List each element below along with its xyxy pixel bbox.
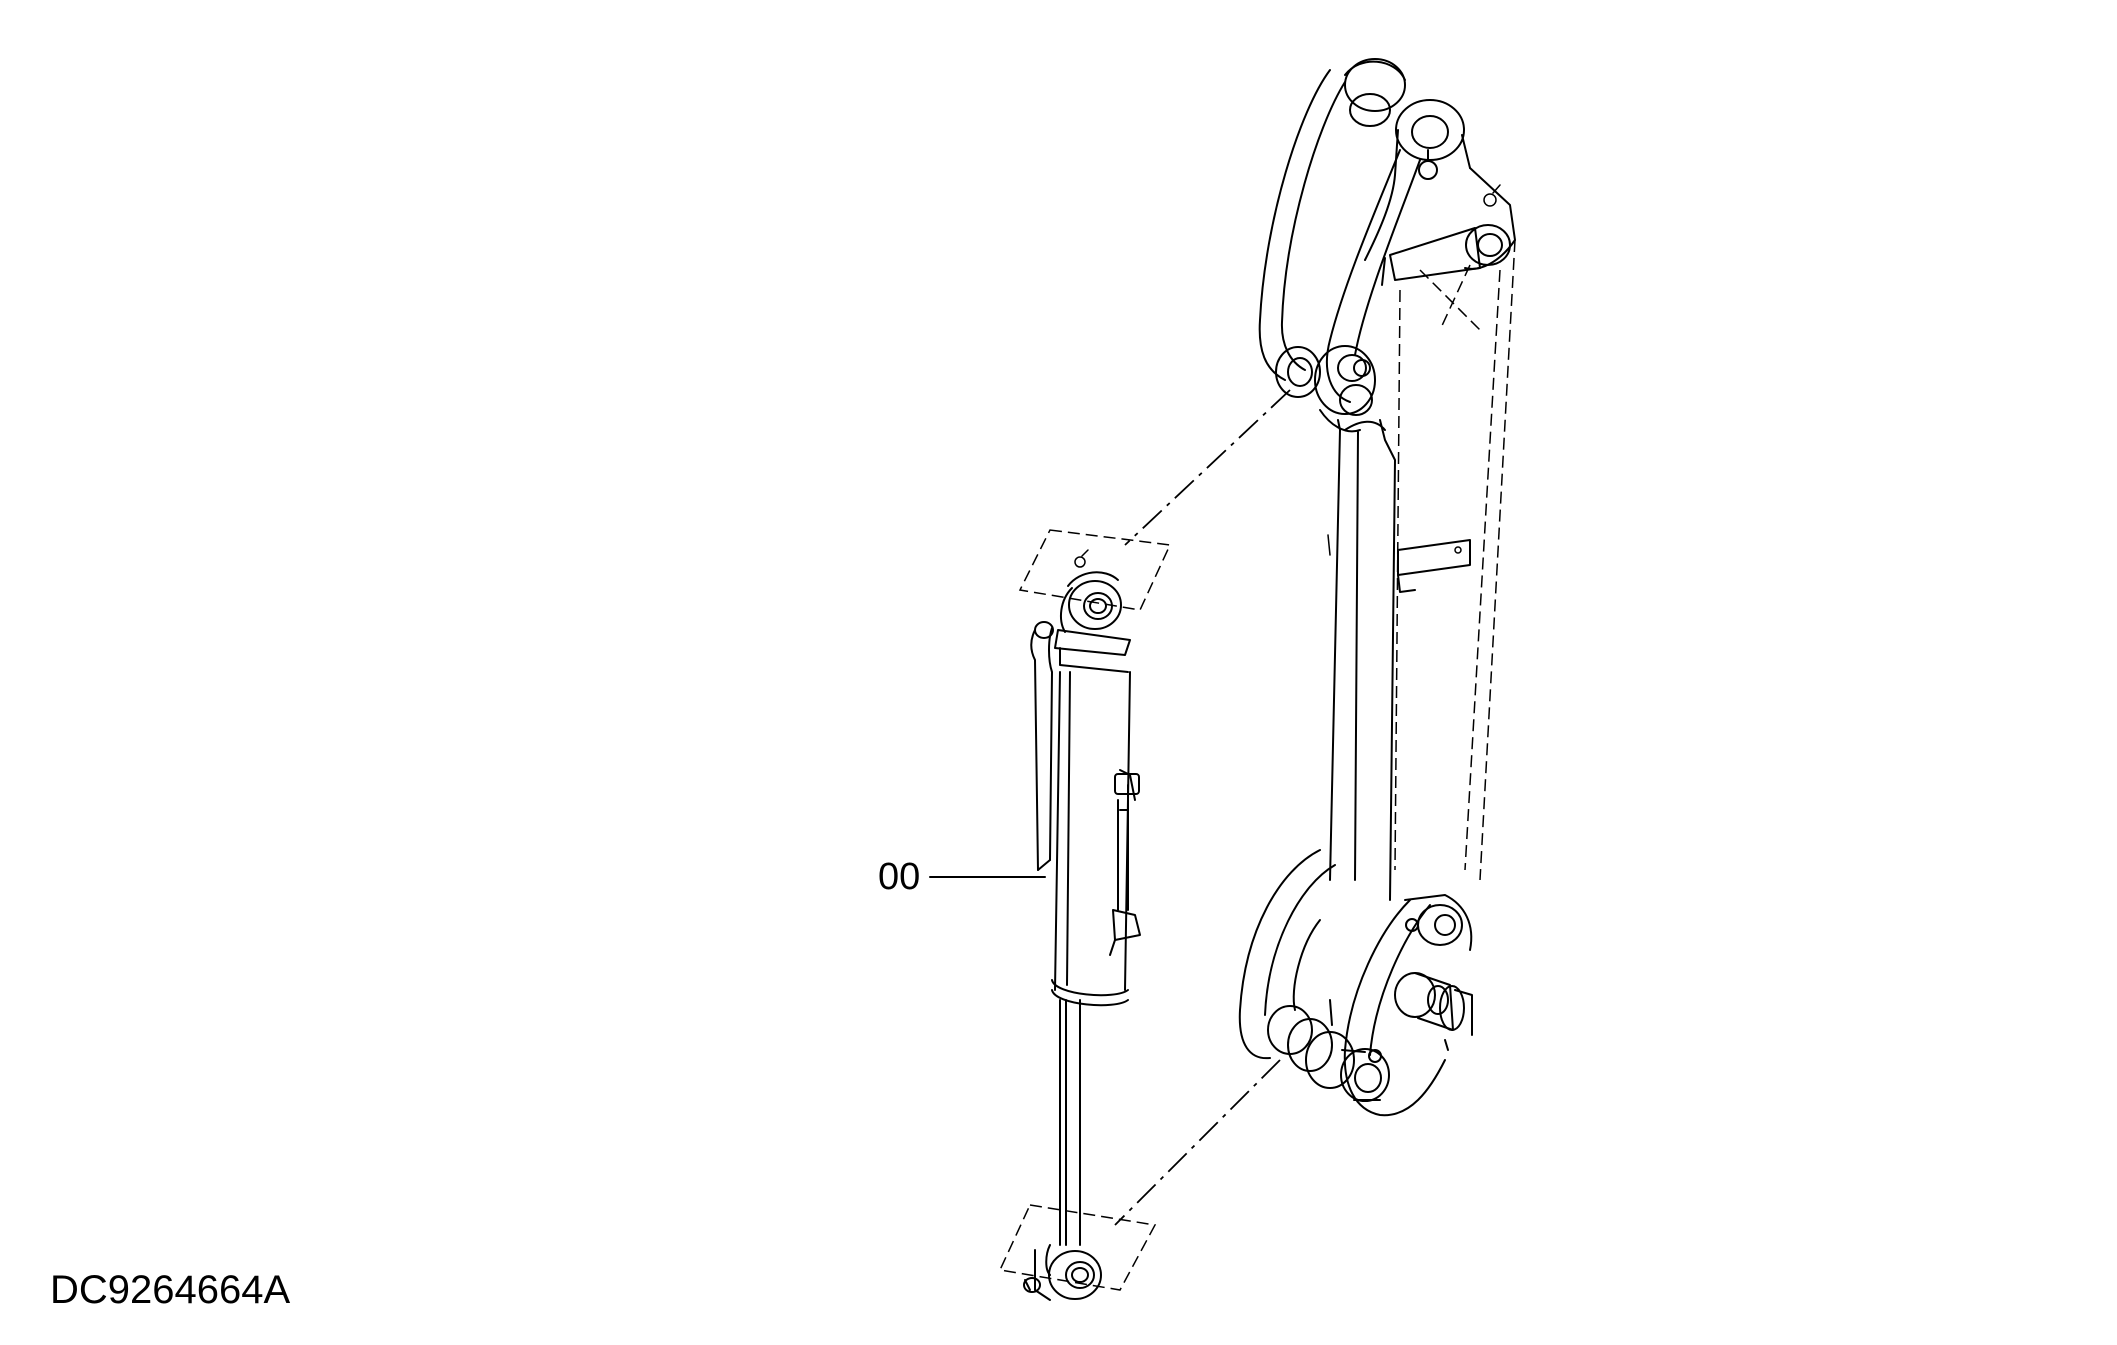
alignment-centerlines (1114, 389, 1291, 1226)
part-callout-label: 00 (878, 856, 921, 898)
excavator-arm (1238, 58, 1516, 1117)
hydraulic-cylinder (998, 529, 1172, 1301)
drawing-code: DC9264664A (50, 1268, 291, 1312)
